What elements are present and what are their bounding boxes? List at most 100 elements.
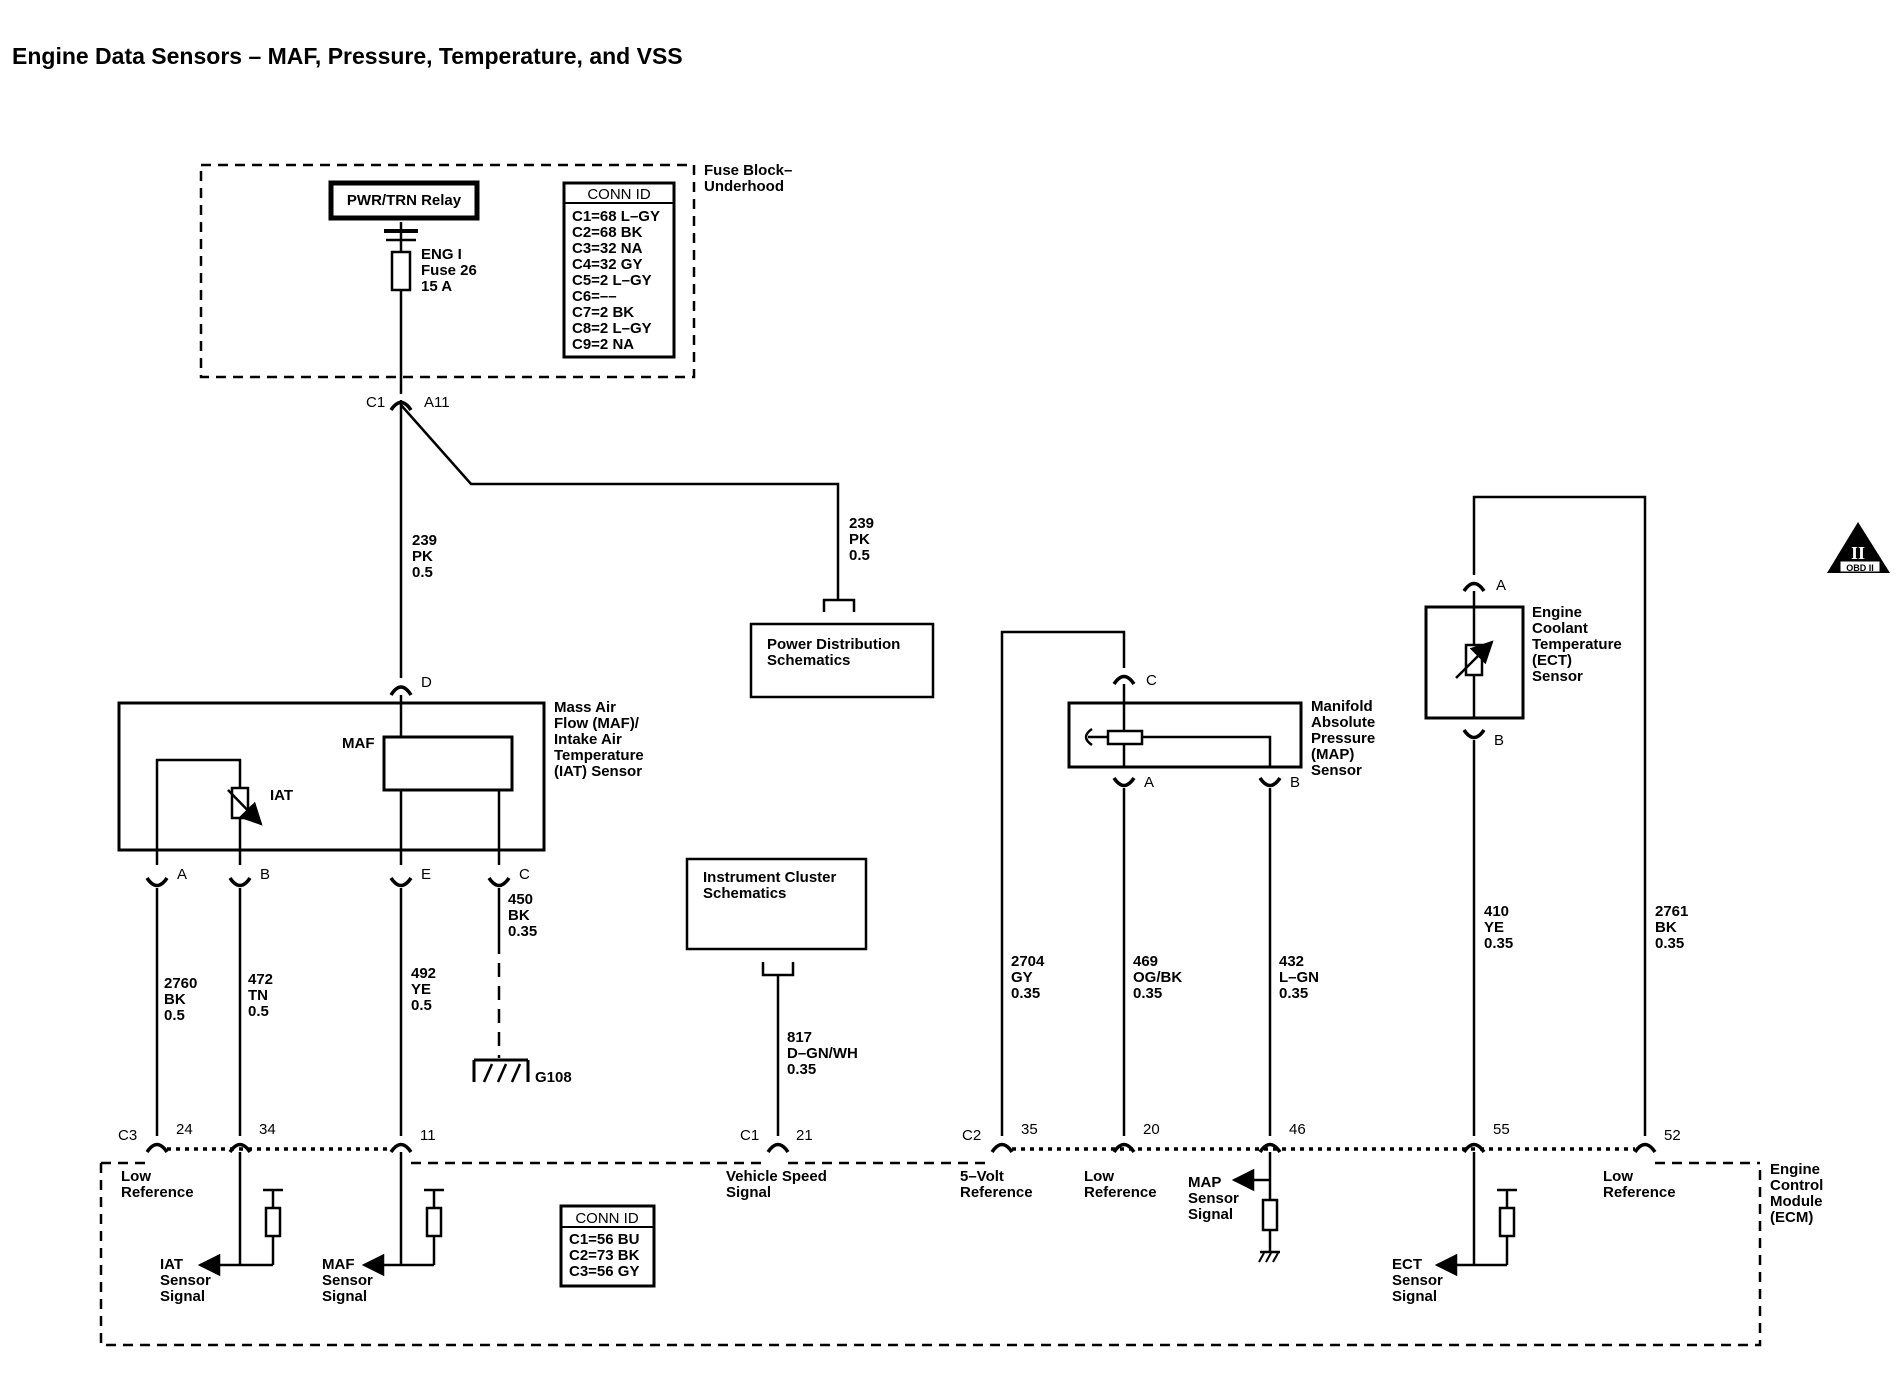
obd-badge-text: OBD II (1846, 563, 1874, 573)
ecm-ect-signal-label: Sensor (1392, 1272, 1443, 1289)
wire-2704 (1000, 630, 1126, 1136)
ecm-pin-34-connector (228, 1142, 252, 1154)
wire-492-circuit: 492 (411, 965, 436, 982)
wire-410-gauge: 0.35 (1484, 935, 1513, 952)
ecm-low-reference-3: Low (1603, 1168, 1633, 1185)
map-pin-b-label: B (1290, 774, 1300, 791)
ecm-conn-row: C3=56 GY (569, 1263, 639, 1280)
wire-817-color: D–GN/WH (787, 1045, 858, 1062)
maf-pin-e-label: E (421, 866, 431, 883)
wire-432-circuit: 432 (1279, 953, 1304, 970)
wire-492-color: YE (411, 981, 431, 998)
power-distribution-label-1: Power Distribution (767, 636, 900, 653)
ect-pin-b-label: B (1494, 732, 1504, 749)
ecm-iat-signal-label: Sensor (160, 1272, 211, 1289)
ecm-iat-signal-label: Signal (160, 1288, 205, 1305)
maf-sensor-name: Flow (MAF)/ (554, 715, 640, 732)
ect-sensor-name: Engine (1532, 604, 1582, 621)
ecm-pin-34: 34 (259, 1121, 276, 1138)
ecm-pin-20-connector (1112, 1142, 1136, 1154)
fuse-26-symbol (390, 250, 412, 292)
ect-sensor-name: (ECT) (1532, 652, 1572, 669)
instrument-cluster-box[interactable] (685, 857, 868, 951)
power-distribution-box[interactable] (749, 622, 935, 699)
ecm-maf-signal-circuit (361, 1152, 444, 1277)
ecm-pin-35-connector (990, 1142, 1014, 1154)
ecm-vehicle-speed-signal: Signal (726, 1184, 771, 1201)
fuse-conn-title: CONN ID (587, 186, 651, 203)
ecm-vehicle-speed-signal: Vehicle Speed (726, 1168, 827, 1185)
wire-817-circuit: 817 (787, 1029, 812, 1046)
ground-g108-label: G108 (535, 1069, 572, 1086)
ecm-low-reference-1: Low (121, 1168, 151, 1185)
maf-pin-d-connector (389, 685, 413, 696)
fuse-label-1: ENG I (421, 246, 462, 263)
map-sensor-name: (MAP) (1311, 746, 1354, 763)
wire-472-gauge: 0.5 (248, 1003, 269, 1020)
wire-432-gauge: 0.35 (1279, 985, 1308, 1002)
wire-472-color: TN (248, 987, 268, 1004)
iat-element-label: IAT (270, 787, 293, 804)
fuse-connector-label: C1 (366, 394, 385, 411)
ecm-pin-21-connector (766, 1142, 790, 1154)
wire-2760-gauge: 0.5 (164, 1007, 185, 1024)
maf-pin-e-connector (389, 876, 413, 888)
fuse-conn-row: C5=2 L–GY (572, 272, 652, 289)
ecm-low-reference-2: Low (1084, 1168, 1114, 1185)
fuse-block-conn-table (562, 181, 676, 359)
maf-sensor-name: Mass Air (554, 699, 616, 716)
wire-817-gauge: 0.35 (787, 1061, 816, 1078)
wire-239-left-color: PK (412, 548, 433, 565)
wire-2761-circuit: 2761 (1655, 903, 1688, 920)
obd-ii-badge-icon (1827, 522, 1890, 573)
wire-239-left-gauge: 0.5 (412, 564, 433, 581)
fuse-conn-row: C7=2 BK (572, 304, 634, 321)
map-sensing-element (1106, 729, 1144, 746)
maf-element (382, 735, 514, 792)
wire-2704-gauge: 0.35 (1011, 985, 1040, 1002)
maf-sensor-name: Intake Air (554, 731, 622, 748)
wire-2704-circuit: 2704 (1011, 953, 1045, 970)
wire-239-right-color: PK (849, 531, 870, 548)
maf-element-label: MAF (342, 735, 375, 752)
ecm-name: Engine (1770, 1161, 1820, 1178)
map-sensor-name: Manifold (1311, 698, 1373, 715)
map-sensor-name: Pressure (1311, 730, 1375, 747)
instrument-cluster-label-2: Schematics (703, 885, 786, 902)
wire-239-left-circuit: 239 (412, 532, 437, 549)
wire-2761-gauge: 0.35 (1655, 935, 1684, 952)
ecm-map-signal-label: Signal (1188, 1206, 1233, 1223)
ecm-pin-24-connector (145, 1142, 169, 1154)
wire-2761-color: BK (1655, 919, 1677, 936)
ect-pin-a-connector (1462, 581, 1486, 593)
fuse-conn-row: C2=68 BK (572, 224, 643, 241)
map-pin-a-connector (1112, 776, 1136, 788)
wire-2760-color: BK (164, 991, 186, 1008)
ecm-iat-signal-circuit (197, 1152, 283, 1277)
maf-pin-a-connector (145, 876, 169, 888)
maf-pin-d-label: D (421, 674, 432, 691)
fuse-block-outline (199, 163, 696, 379)
ecm-5v-reference: Reference (960, 1184, 1033, 1201)
ect-sensor-name: Sensor (1532, 668, 1583, 685)
wire-239-branch (400, 404, 840, 600)
ground-g108-icon (472, 1058, 530, 1083)
fuse-conn-row: C8=2 L–GY (572, 320, 652, 337)
ecm-5v-reference: 5–Volt (960, 1168, 1004, 1185)
ecm-pin-35: 35 (1021, 1121, 1038, 1138)
instrument-cluster-label-1: Instrument Cluster (703, 869, 837, 886)
fuse-conn-row: C6=–– (572, 288, 617, 305)
ecm-pin-24: 24 (176, 1121, 193, 1138)
ecm-pin-55-connector (1462, 1142, 1486, 1154)
map-sensor-box (1067, 701, 1303, 769)
ecm-low-reference-1: Reference (121, 1184, 194, 1201)
iat-thermistor-arrow (227, 789, 263, 826)
ecm-conn-row: C1=56 BU (569, 1231, 639, 1248)
wire-410-circuit: 410 (1484, 903, 1509, 920)
map-pin-c-label: C (1146, 672, 1157, 689)
ecm-outline (99, 1163, 1762, 1347)
ecm-pin-21: 21 (796, 1127, 813, 1144)
ecm-pin-11: 11 (420, 1127, 436, 1144)
ecm-pin-20: 20 (1143, 1121, 1160, 1138)
